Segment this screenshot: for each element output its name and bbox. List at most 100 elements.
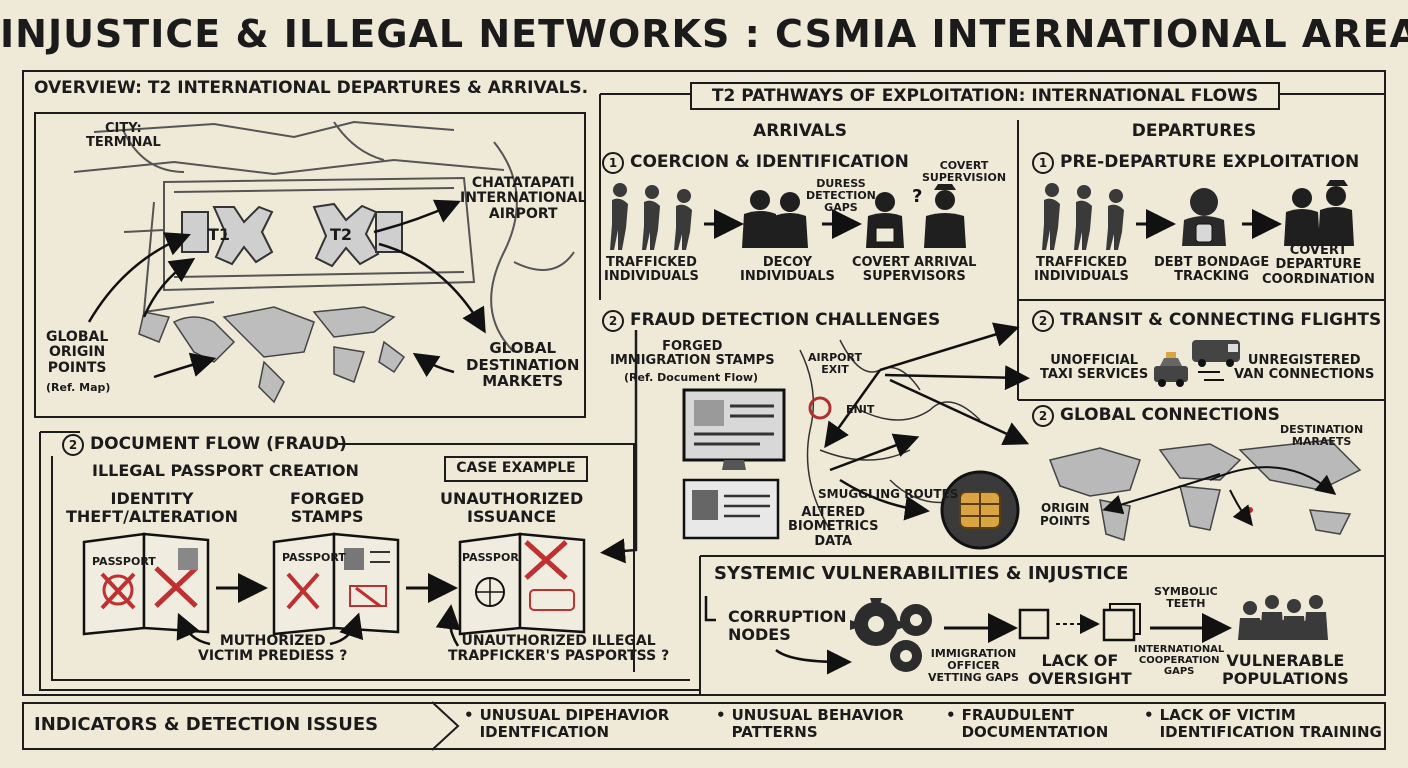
muthorized-label: MUTHORIZED VICTIM PREDIESS ? (198, 633, 348, 665)
coercion-number: 1 (602, 152, 624, 174)
trafficked-person-icon (610, 183, 628, 250)
t1-terminal (212, 205, 274, 266)
decoy-label: DECOY INDIVIDUALS (740, 255, 835, 285)
t1-label: T1 (208, 225, 231, 244)
passport-icon (272, 532, 400, 636)
trafficked-label-arrivals: TRAFFICKED INDIVIDUALS (604, 255, 699, 285)
indicator-text: UNUSUAL DIPEHAVIOR IDENTFICATION (479, 706, 670, 741)
case-example-box (444, 456, 588, 482)
unauthorized-issuance-label: UNAUTHORIZED ISSUANCE (440, 489, 584, 526)
covert-departure-label: COVERT DEPARTURE COORDINATION (1262, 243, 1375, 287)
indicators-heading: INDICATORS & DETECTION ISSUES (34, 714, 379, 735)
departures-heading: DEPARTURES (1131, 121, 1257, 141)
transit-heading-text: TRANSIT & CONNECTING FLIGHTS (1060, 310, 1382, 330)
taxi-icon (1154, 352, 1188, 387)
city-terminal-label: CITY: TERMINAL (86, 121, 161, 151)
transit-icons (1154, 340, 1240, 387)
global-destination-label: GLOBAL DESTINATION MARKETS (466, 339, 580, 390)
passport-b-label: PASSPORT (282, 551, 346, 564)
debt-bondage-label: DEBT BONDAGE TRACKING (1154, 255, 1270, 285)
passport-a-label: PASSPORT (92, 555, 156, 568)
indicator-text: LACK OF VICTIM IDENTIFICATION TRAINING (1159, 706, 1382, 741)
fraud-number: 2 (602, 310, 624, 332)
crowd-icon (1238, 595, 1328, 640)
decoy-individuals-icon (742, 190, 808, 248)
global-origin-label: GLOBAL ORIGIN POINTS (46, 329, 109, 376)
arrivals-heading: ARRIVALS (753, 121, 847, 141)
illegal-passport-heading: ILLEGAL PASSPORT CREATION (92, 461, 359, 480)
indicator-item: • LACK OF VICTIM IDENTIFICATION TRAINING (1144, 707, 1382, 740)
ref-doc-label: (Ref. Document Flow) (624, 371, 759, 384)
question-mark-icon: ? (912, 186, 922, 207)
document-flow-heading-text: DOCUMENT FLOW (FRAUD) (90, 434, 347, 454)
origin-points-label: ORIGIN POINTS (1040, 501, 1091, 529)
symbolic-teeth-label: SYMBOLIC TEETH (1154, 585, 1218, 611)
covert-supervisor-icon (866, 184, 966, 248)
fraud-heading: 2 FRAUD DETECTION CHALLENGES (602, 310, 940, 332)
t2-label: T2 (330, 225, 353, 244)
immigration-vetting-label: IMMIGRATION OFFICER VETTING GAPS (928, 647, 1019, 685)
outer-frame (22, 70, 1386, 696)
coercion-figures: ? (610, 183, 966, 250)
forged-stamps-doc-label: FORGED STAMPS (290, 489, 365, 526)
indicator-text: FRAUDULENT DOCUMENTATION (961, 706, 1109, 741)
overview-heading: OVERVIEW: T2 INTERNATIONAL DEPARTURES & … (34, 78, 589, 98)
covert-departure-icon (1284, 180, 1354, 246)
trafficked-label-departures: TRAFFICKED INDIVIDUALS (1034, 255, 1129, 285)
van-icon (1192, 340, 1240, 367)
ref-map-label: (Ref. Map) (46, 381, 111, 394)
passport-sequence (82, 532, 586, 636)
systemic-diagram (704, 595, 1328, 675)
exchange-arrows-icon (1198, 371, 1224, 381)
passport-icon (82, 532, 210, 636)
computer-monitor-icon (682, 388, 786, 470)
pre-departure-heading-text: PRE-DEPARTURE EXPLOITATION (1060, 152, 1360, 172)
bullet-icon: • (1144, 706, 1154, 724)
intl-coop-label: INTERNATIONAL COOPERATION GAPS (1134, 644, 1225, 677)
indicator-text: UNUSUAL BEHAVIOR PATTERNS (731, 706, 904, 741)
lack-oversight-label: LACK OF OVERSIGHT (1028, 651, 1132, 688)
taxi-label: UNOFFICIAL TAXI SERVICES (1040, 353, 1149, 383)
vulnerable-populations-label: VULNERABLE POPULATIONS (1222, 651, 1349, 688)
airport-map (73, 120, 575, 404)
biometrics-label: ALTERED BIOMETRICS DATA (788, 505, 879, 549)
pre-departure-number: 1 (1032, 152, 1054, 174)
page-title: INJUSTICE & ILLEGAL NETWORKS : CSMIA INT… (0, 12, 1408, 56)
fraud-heading-text: FRAUD DETECTION CHALLENGES (630, 310, 941, 330)
arrow-icon (704, 596, 716, 622)
bullet-icon: • (464, 706, 474, 724)
coercion-heading: 1 COERCION & IDENTIFICATION (602, 152, 909, 174)
gears-icon (850, 598, 932, 672)
pre-departure-figures (1042, 180, 1354, 250)
symbolic-box-icon (1102, 608, 1136, 642)
airport-exit-label: AIRPORT EXIT (808, 351, 862, 377)
pre-departure-heading: 1 PRE-DEPARTURE EXPLOITATION (1032, 152, 1359, 174)
pathways-heading: T2 PATHWAYS OF EXPLOITATION: INTERNATION… (711, 86, 1259, 106)
exit-label: ENIT (846, 403, 875, 416)
global-connections-heading-text: GLOBAL CONNECTIONS (1060, 405, 1280, 425)
bullet-icon: • (716, 706, 726, 724)
smuggling-label: SMUGGLING ROUTES (818, 487, 959, 501)
coercion-heading-text: COERCION & IDENTIFICATION (630, 152, 909, 172)
indicator-item: • UNUSUAL DIPEHAVIOR IDENTFICATION (464, 707, 669, 740)
t2-terminal (312, 202, 380, 268)
duress-label: DURESS DETECTION GAPS (806, 177, 876, 215)
van-label: UNREGISTERED VAN CONNECTIONS (1234, 353, 1375, 383)
oversight-box-icon (1018, 608, 1050, 640)
trafficked-person-icon (642, 185, 660, 250)
indicator-item: • FRAUDULENT DOCUMENTATION (946, 707, 1108, 740)
indicator-item: • UNUSUAL BEHAVIOR PATTERNS (716, 707, 904, 740)
document-flow-number: 2 (62, 434, 84, 456)
world-map (1048, 439, 1362, 541)
unauth-illegal-label: UNAUTHORIZED ILLEGAL TRAPFICKER'S PASPOR… (448, 633, 670, 665)
covert-supervision-label: COVERT SUPERVISION (922, 159, 1007, 185)
sim-chip-icon (940, 470, 1020, 550)
systemic-heading: SYSTEMIC VULNERABILITIES & INJUSTICE (714, 563, 1129, 584)
case-example-label: CASE EXAMPLE (456, 460, 576, 476)
airport-label: CHATATAPATI INTERNATIONAL AIRPORT (460, 175, 587, 222)
trafficked-person-icon (674, 189, 692, 250)
